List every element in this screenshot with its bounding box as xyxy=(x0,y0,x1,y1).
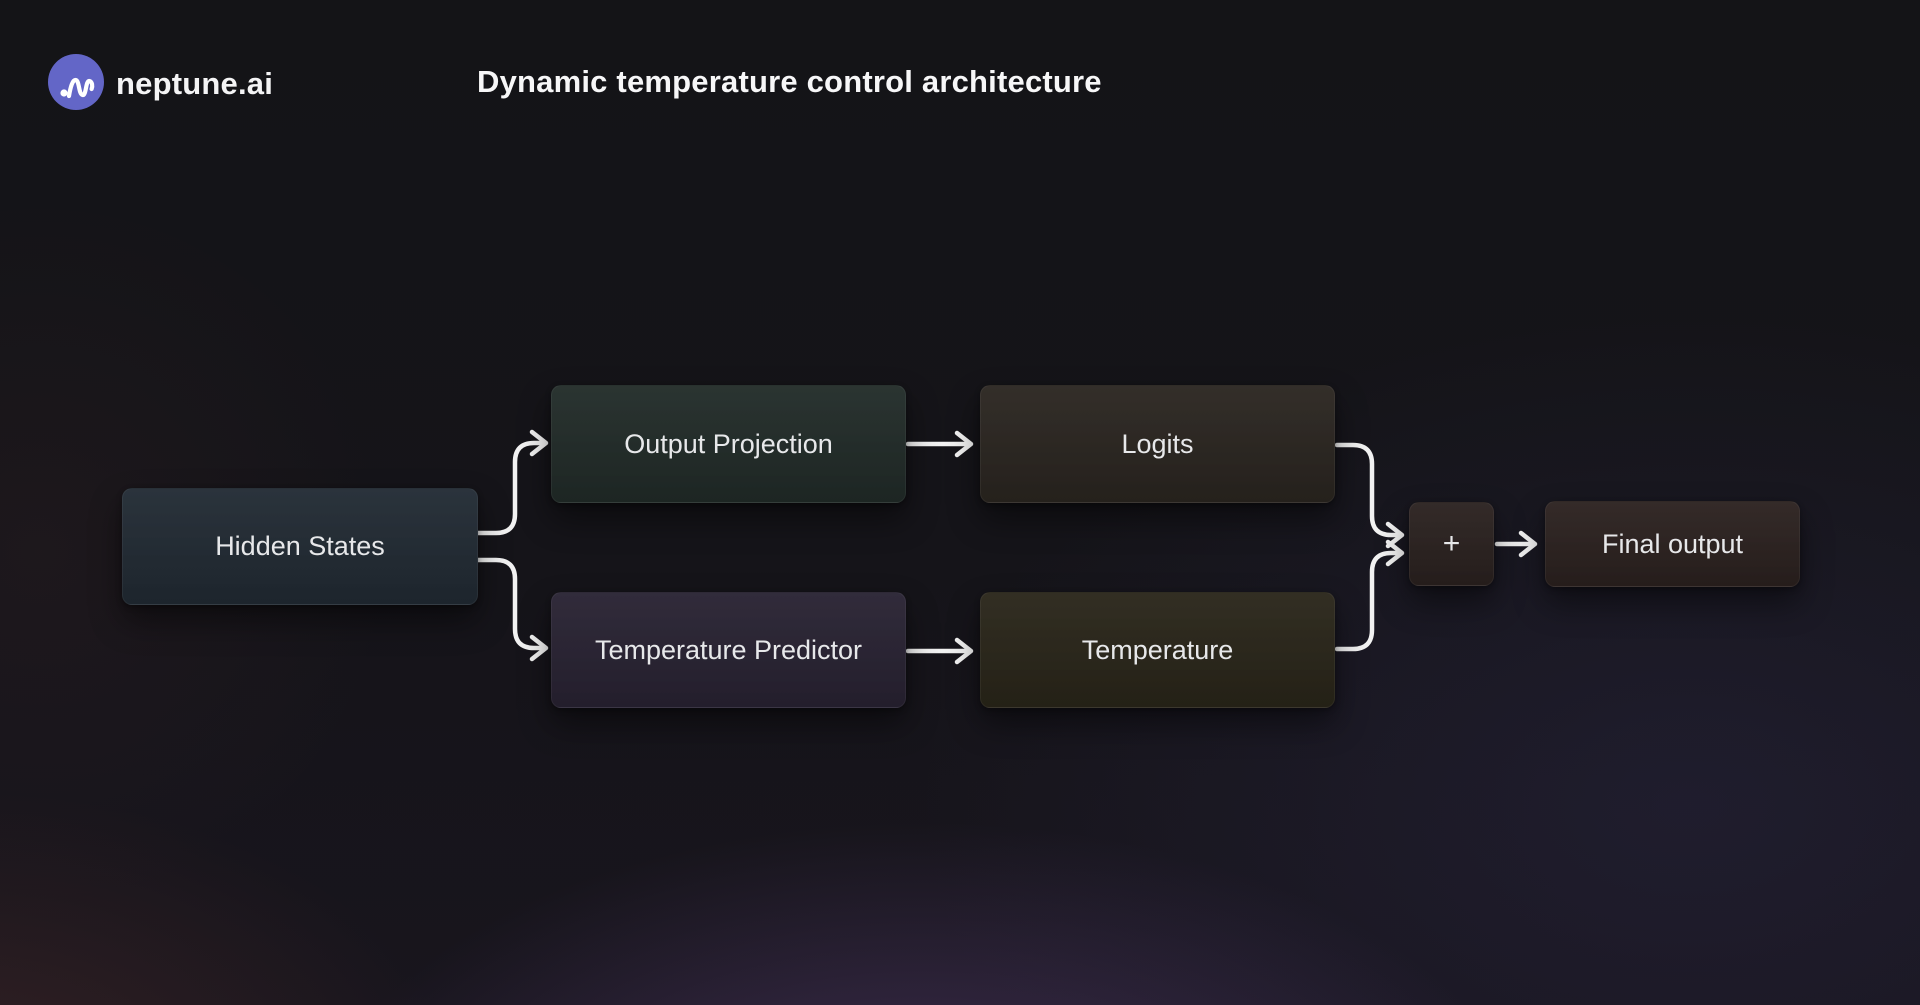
edge-logits-to-sum xyxy=(1334,442,1405,549)
edge-temperature-to-sum xyxy=(1334,539,1405,652)
edge-hidden-states-to-temperature-predictor xyxy=(475,557,549,662)
arrowhead-icon xyxy=(529,634,549,662)
arrowhead-icon xyxy=(954,637,974,665)
header: neptune.ai Dynamic temperature control a… xyxy=(0,0,1920,130)
edge-hidden-states-to-output-projection xyxy=(475,429,549,536)
edge-output-projection-to-logits xyxy=(905,430,974,458)
neptune-logo-icon xyxy=(48,54,104,110)
plus-icon: + xyxy=(1442,527,1461,560)
arrowhead-icon xyxy=(529,429,549,457)
node-hidden-states: Hidden States xyxy=(122,488,478,605)
node-label: Temperature xyxy=(1081,634,1234,665)
node-label: Hidden States xyxy=(215,531,385,561)
edge-sum-to-final-output xyxy=(1494,530,1538,558)
node-temperature: Temperature xyxy=(980,592,1335,708)
node-label: Final output xyxy=(1601,528,1744,559)
arrowhead-icon xyxy=(954,430,974,458)
node-sum-plus: + xyxy=(1409,502,1494,586)
arrowhead-icon xyxy=(1385,521,1405,549)
node-output-projection: Output Projection xyxy=(551,385,906,503)
page-title: Dynamic temperature control architecture xyxy=(477,64,1102,99)
node-final-output: Final output xyxy=(1545,501,1800,587)
node-label: Output Projection xyxy=(624,428,833,459)
wave-icon xyxy=(60,77,95,99)
node-temperature-predictor: Temperature Predictor xyxy=(551,592,906,708)
arrowhead-icon xyxy=(1385,539,1405,567)
edge-temperature-predictor-to-temperature xyxy=(905,637,974,665)
node-label: Temperature Predictor xyxy=(594,634,863,665)
node-logits: Logits xyxy=(980,385,1335,503)
arrowhead-icon xyxy=(1518,530,1538,558)
node-label: Logits xyxy=(1121,428,1194,459)
brand-name: neptune.ai xyxy=(116,66,274,101)
